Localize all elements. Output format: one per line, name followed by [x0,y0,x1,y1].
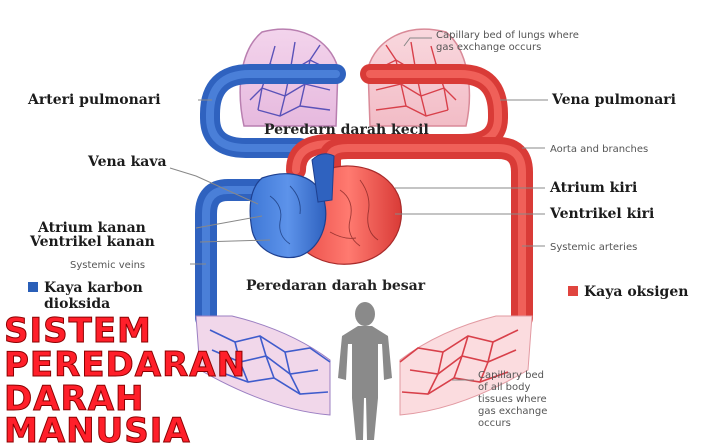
label-ventrikel-kanan: Ventrikel kanan [29,234,155,250]
legend-swatch-red [568,286,578,296]
label-capillary-lungs-2: gas exchange occurs [436,42,541,53]
label-capillary-body-2: of all body [478,382,530,393]
label-atrium-kiri: Atrium kiri [549,180,637,196]
label-vena-kava: Vena kava [87,154,167,170]
legend-blue-line2: dioksida [44,296,110,312]
label-peredaran-besar: Peredaran darah besar [246,278,426,294]
label-ventrikel-kiri: Ventrikel kiri [549,206,654,222]
label-capillary-lungs-1: Capillary bed of lungs where [436,30,579,41]
label-arteri-pulmonari: Arteri pulmonari [27,92,161,108]
label-systemic-arteries: Systemic arteries [550,242,637,253]
legend-swatch-blue [28,282,38,292]
label-systemic-veins: Systemic veins [70,260,145,271]
label-peredaran-kecil: Peredarn darah kecil [264,122,429,138]
label-aorta: Aorta and branches [550,144,648,155]
human-silhouette [338,302,392,440]
label-vena-pulmonari: Vena pulmonari [551,92,676,108]
label-capillary-body-5: occurs [478,418,511,429]
label-capillary-body-4: gas exchange [478,406,547,417]
legend-blue-line1: Kaya karbon [44,280,143,296]
title-line-4: MANUSIA [4,411,191,443]
label-capillary-body-3: tissues where [478,394,547,405]
heart [250,154,401,264]
label-capillary-body-1: Capillary bed [478,370,544,381]
legend-red: Kaya oksigen [584,284,688,300]
